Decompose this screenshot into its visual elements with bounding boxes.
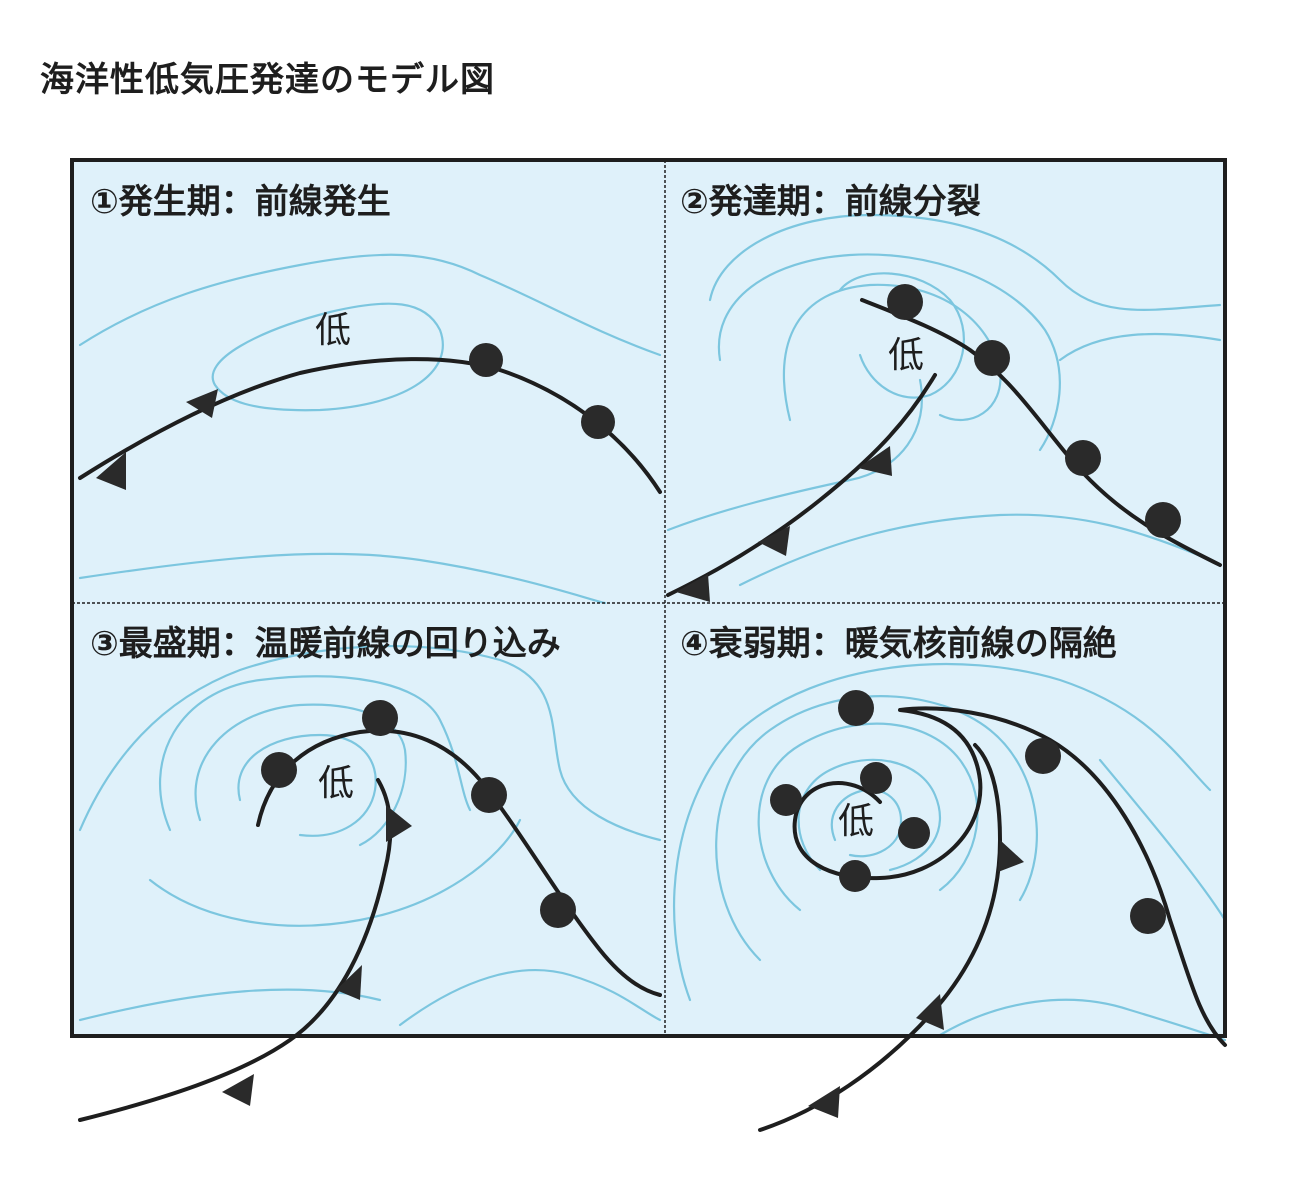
warm-front-semicircle	[860, 762, 892, 794]
isobar	[78, 552, 607, 605]
low-pressure-label: 低	[318, 763, 354, 804]
isobar	[211, 302, 444, 412]
isobar	[672, 663, 1212, 1002]
panel-2	[666, 213, 1222, 602]
warm-front-semicircle	[261, 752, 297, 788]
cold-front-triangle	[336, 965, 362, 1000]
warm-front-semicircle	[362, 700, 398, 736]
warm-front-semicircle	[1065, 440, 1101, 476]
isobar	[148, 818, 522, 927]
isobar	[398, 968, 662, 1027]
warm-front-semicircle	[1130, 898, 1166, 934]
cold-front-triangle	[222, 1074, 254, 1106]
panel-3-title: ③最盛期：温暖前線の回り込み	[90, 624, 561, 664]
panel-3	[78, 644, 662, 1122]
panel-2-title: ②発達期：前線分裂	[680, 182, 981, 222]
cold-front-triangle	[186, 389, 218, 418]
front-line	[758, 743, 1002, 1132]
isobar	[1058, 332, 1222, 362]
isobar	[78, 644, 662, 842]
isobars-panel-2	[666, 213, 1222, 587]
low-pressure-label: 低	[888, 335, 924, 376]
warm-front-semicircle	[469, 343, 503, 377]
cold-front-triangle	[386, 805, 412, 842]
isobar	[666, 378, 923, 532]
isobar	[1098, 758, 1227, 922]
warm-front-semicircle	[838, 690, 874, 726]
cold-front-triangle	[676, 574, 710, 602]
cold-front-triangle	[808, 1086, 840, 1118]
warm-front-semicircle	[540, 892, 576, 928]
warm-front-semicircle	[1025, 738, 1061, 774]
warm-front-semicircle	[839, 860, 871, 892]
sea-background	[72, 160, 1225, 1036]
panel-4-title: ④衰弱期：暖気核前線の隔絶	[680, 624, 1117, 664]
warm-front-semicircle	[581, 405, 615, 439]
cold-front-triangle	[998, 840, 1024, 872]
isobar	[78, 253, 662, 357]
isobar	[738, 513, 1212, 587]
isobar	[938, 998, 1227, 1042]
page-title: 海洋性低気圧発達のモデル図	[40, 60, 495, 100]
warm-front-semicircle	[1145, 502, 1181, 538]
cold-front-triangle	[858, 446, 892, 476]
isobars-panel-1	[78, 253, 662, 605]
cold-front-triangle	[96, 452, 126, 490]
isobar	[782, 283, 1002, 422]
isobar	[194, 703, 407, 847]
warm-front-semicircle	[887, 284, 923, 320]
panel-4	[672, 663, 1227, 1132]
warm-front-semicircle	[471, 777, 507, 813]
warm-front-semicircle	[770, 784, 802, 816]
warm-front-semicircle	[974, 340, 1010, 376]
cold-front-triangle	[758, 526, 790, 556]
isobar	[237, 733, 377, 837]
front-line	[666, 373, 937, 597]
isobar	[830, 788, 903, 858]
isobar	[708, 213, 1222, 311]
low-pressure-label: 低	[315, 310, 351, 351]
isobar	[717, 253, 1061, 452]
low-pressure-label: 低	[838, 801, 874, 842]
panel-1-title: ①発生期：前線発生	[90, 182, 391, 222]
front-line	[792, 706, 1227, 1047]
diagram-frame	[70, 158, 1227, 1038]
warm-front-semicircle	[898, 817, 930, 849]
cold-front-triangle	[916, 994, 944, 1030]
isobar	[797, 758, 941, 872]
isobar	[757, 722, 979, 912]
panel-1	[78, 253, 662, 605]
